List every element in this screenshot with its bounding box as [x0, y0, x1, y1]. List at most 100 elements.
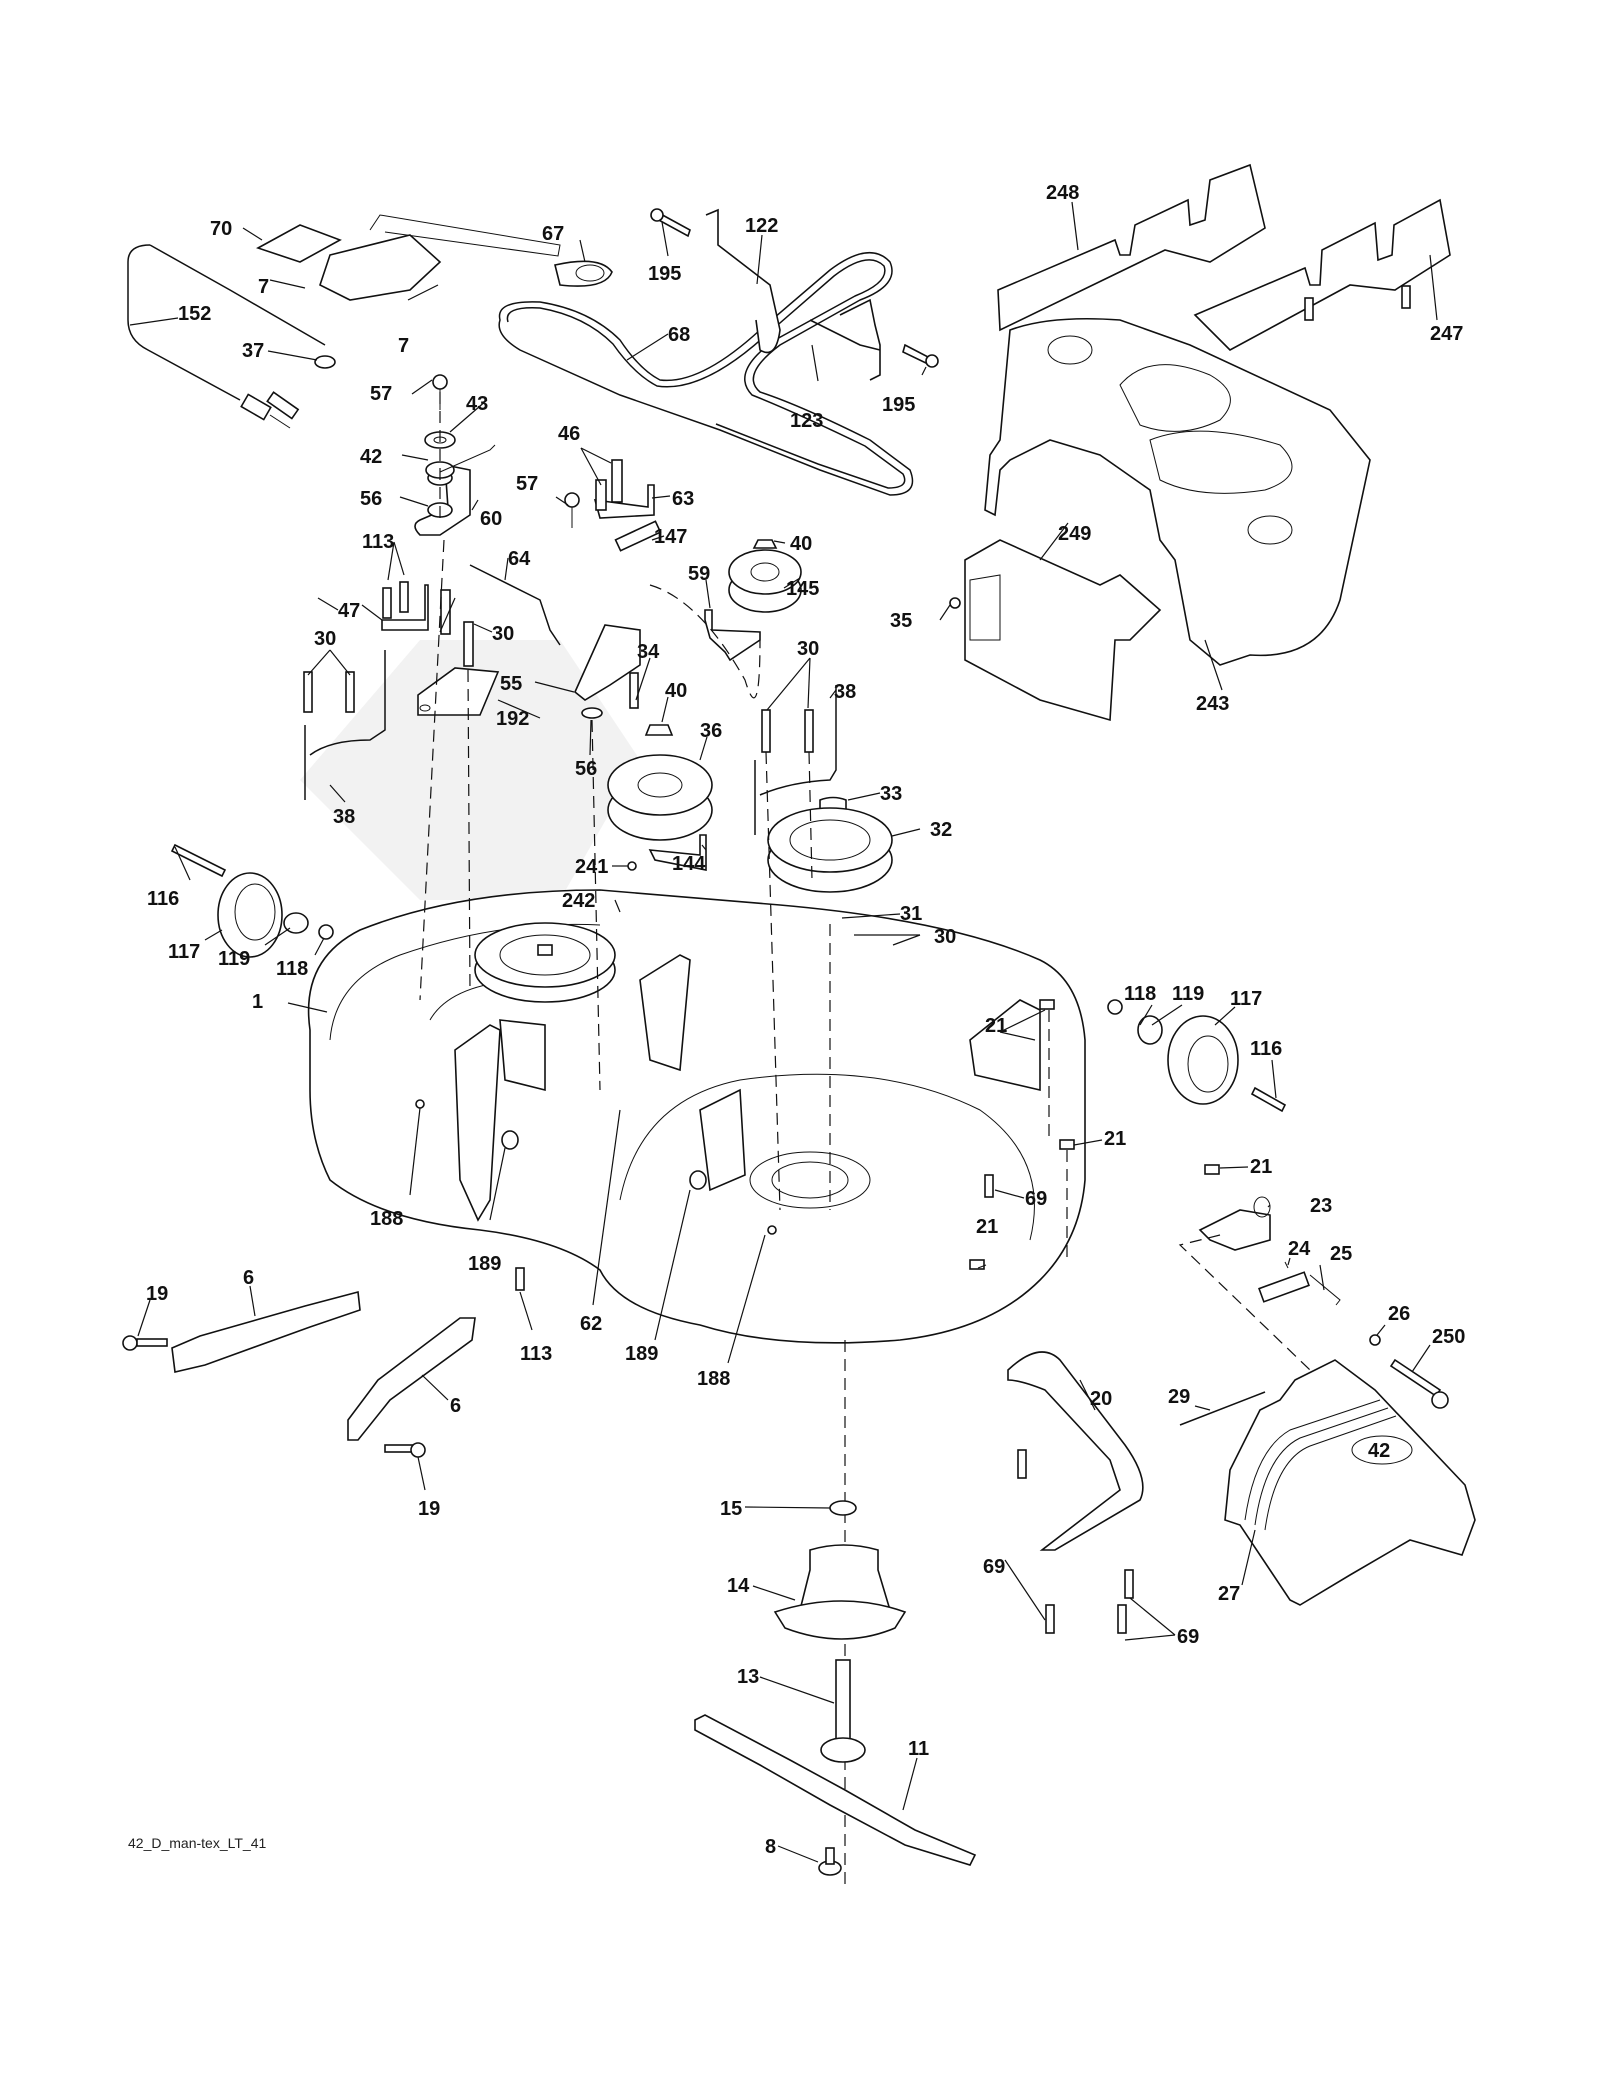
bolts-113-a-part [382, 581, 409, 619]
mower-deck-housing-part [307, 889, 1086, 1344]
callout-labels: 70 7 7 152 37 67 195 122 68 123 195 248 … [146, 182, 1465, 1858]
callout-60: 60 [480, 508, 502, 530]
callout-27: 27 [1218, 1583, 1240, 1605]
chute-bracket-23-part [1198, 1196, 1271, 1251]
callout-14: 14 [727, 1575, 750, 1597]
rod-29-part [1179, 1391, 1266, 1426]
callout-19: 19 [418, 1498, 440, 1520]
callout-113: 113 [520, 1343, 552, 1365]
callout-62: 62 [580, 1313, 602, 1335]
screw-195-b-part [902, 343, 939, 368]
gauge-wheel-bracket-38-b-part [754, 685, 837, 835]
callout-32: 32 [930, 819, 952, 841]
mower-blade-11-part [694, 1714, 977, 1866]
bolt-69-a-part [984, 1174, 994, 1198]
belt-shield-247-part [1193, 198, 1451, 351]
callout-30: 30 [492, 623, 514, 645]
callout-37: 37 [242, 340, 264, 362]
callout-147: 147 [654, 526, 687, 548]
idler-pulley-36-part [607, 754, 713, 841]
callout-20: 20 [1090, 1388, 1112, 1410]
idler-arm-60-part [414, 464, 471, 536]
callout-145: 145 [786, 578, 819, 600]
engagement-bracket-part [256, 214, 561, 301]
callout-40: 40 [665, 680, 687, 702]
callout-21: 21 [1104, 1128, 1126, 1150]
callout-19: 19 [146, 1283, 168, 1305]
spring-147-part [614, 520, 662, 552]
callout-21: 21 [985, 1015, 1007, 1037]
callout-243: 243 [1196, 693, 1229, 715]
callout-119: 119 [1172, 983, 1204, 1005]
spindle-shaft-13-part [820, 1659, 866, 1763]
washer-26-part [1369, 1334, 1381, 1346]
chute-support-20-part [1007, 1351, 1144, 1551]
callout-29: 29 [1168, 1386, 1190, 1408]
callout-123: 123 [790, 410, 823, 432]
washer-56-b-part [581, 707, 603, 719]
idler-pulley-145-part [728, 549, 802, 613]
callout-33: 33 [880, 783, 902, 805]
callout-40: 40 [790, 533, 812, 555]
leader-lines [129, 201, 1438, 1863]
callout-24: 24 [1288, 1238, 1311, 1260]
deck-cover-243-part [984, 317, 1371, 666]
nut-21-c-part [969, 1259, 985, 1270]
knob-67-part [554, 260, 613, 287]
callout-122: 122 [745, 215, 778, 237]
callout-118: 118 [1124, 983, 1156, 1005]
callout-119: 119 [218, 948, 250, 970]
callout-57: 57 [370, 383, 392, 405]
bolt-188-a-part [415, 1099, 425, 1109]
bracket-47-part [381, 584, 429, 631]
callout-70: 70 [210, 218, 232, 240]
callout-118: 118 [276, 958, 308, 980]
callout-15: 15 [720, 1498, 742, 1520]
callout-47: 47 [338, 600, 360, 622]
callout-117: 117 [168, 941, 200, 963]
callout-8: 8 [765, 1836, 776, 1858]
diagram-code: 42_D_man-tex_LT_41 [128, 1835, 267, 1851]
callout-250: 250 [1432, 1326, 1465, 1348]
bolts-69-c-part [1117, 1569, 1134, 1634]
callout-248: 248 [1046, 182, 1079, 204]
callout-7: 7 [258, 276, 269, 298]
callout-38: 38 [333, 806, 355, 828]
pin-24-part [1284, 1261, 1289, 1269]
callout-57: 57 [516, 473, 538, 495]
callout-6: 6 [243, 1267, 254, 1289]
deck-bracket-center-part [639, 954, 746, 1192]
callout-189: 189 [468, 1253, 501, 1275]
callout-241: 241 [575, 856, 608, 878]
callout-116: 116 [1250, 1038, 1282, 1060]
spindle-housing-14-part [773, 1544, 907, 1640]
callout-189: 189 [625, 1343, 658, 1365]
callout-25: 25 [1330, 1243, 1352, 1265]
bolt-35-part [949, 597, 961, 609]
bracket-63-part [593, 484, 655, 519]
bolts-69-b-part [1017, 1449, 1055, 1634]
nut-21-d-part [1204, 1164, 1220, 1175]
deck-bracket-left-part [454, 1019, 546, 1222]
bolt-19-a-part [122, 1335, 168, 1351]
callout-34: 34 [637, 641, 660, 663]
nut-40-b-part [644, 724, 674, 736]
bolt-34-part [629, 672, 639, 709]
callout-21: 21 [976, 1216, 998, 1238]
callout-63: 63 [672, 488, 694, 510]
callout-7: 7 [398, 335, 409, 357]
callout-36: 36 [700, 720, 722, 742]
callout-69: 69 [1177, 1626, 1199, 1648]
callout-247: 247 [1430, 323, 1463, 345]
callout-117: 117 [1230, 988, 1262, 1010]
bolt-19-b-part [384, 1442, 426, 1458]
deck-bracket-right-part [969, 999, 1041, 1092]
discharge-chute-27-part: 42 [1224, 1359, 1476, 1606]
callout-152: 152 [178, 303, 211, 325]
callout-64: 64 [508, 548, 531, 570]
callout-30: 30 [314, 628, 336, 650]
callout-55: 55 [500, 673, 522, 695]
belt-path-dashed [649, 584, 761, 699]
callout-38: 38 [834, 681, 856, 703]
spring-25-part [1258, 1271, 1341, 1306]
